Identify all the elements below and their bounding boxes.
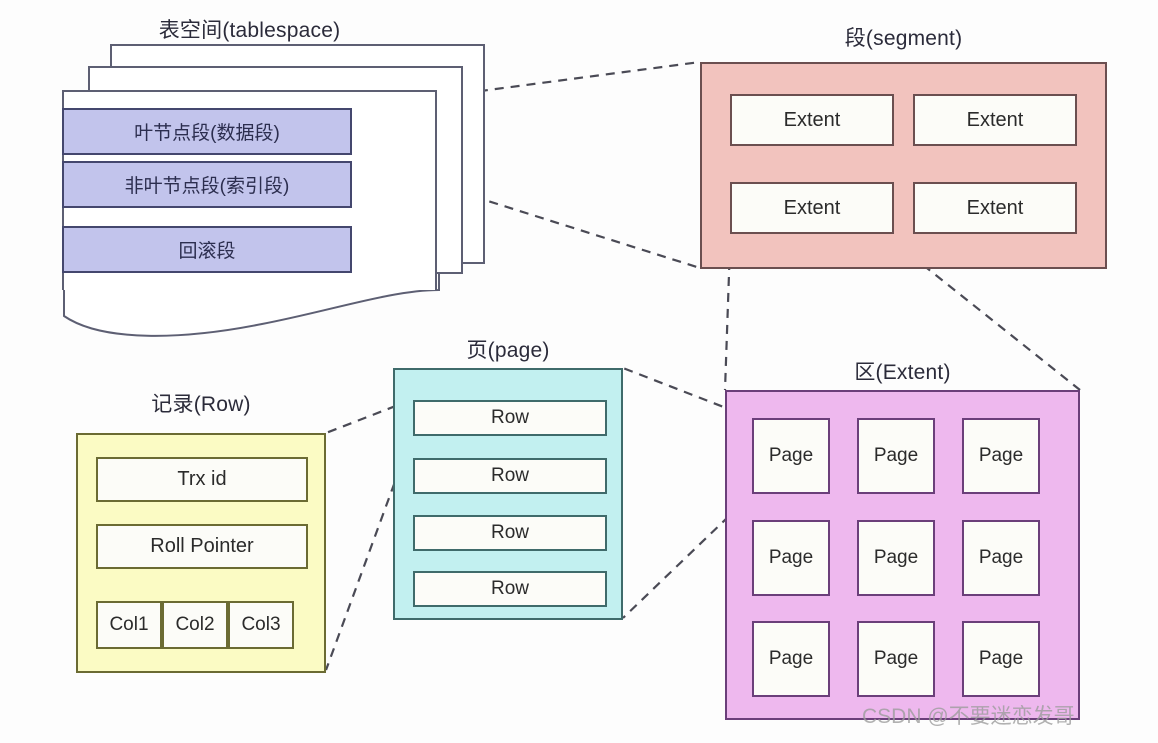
- page-cell-label: Page: [978, 445, 1024, 466]
- row-cell-label: Row: [490, 578, 529, 599]
- segment-title: 段(segment): [844, 27, 963, 50]
- row-cell[interactable]: Row: [413, 458, 607, 494]
- page-cell[interactable]: Page: [752, 520, 830, 596]
- row-panel: Trx id Roll Pointer Col1 Col2 Col3: [76, 433, 326, 673]
- page-cell[interactable]: Page: [752, 621, 830, 697]
- row-title: 记录(Row): [151, 393, 251, 416]
- column-cell-label: Col3: [241, 614, 281, 635]
- page-cell-label: Page: [978, 547, 1024, 568]
- page-cell[interactable]: Page: [857, 520, 935, 596]
- extent-cell[interactable]: Extent: [913, 94, 1077, 146]
- segment-panel: Extent Extent Extent Extent: [700, 62, 1107, 269]
- row-cell[interactable]: Row: [413, 400, 607, 436]
- column-cell[interactable]: Col1: [96, 601, 162, 649]
- segment-band-undo[interactable]: 回滚段: [62, 226, 352, 273]
- page-cell[interactable]: Page: [857, 621, 935, 697]
- page-cell-label: Page: [768, 648, 814, 669]
- column-cell[interactable]: Col2: [162, 601, 228, 649]
- page-cell-label: Page: [873, 547, 919, 568]
- extent-cell[interactable]: Extent: [913, 182, 1077, 234]
- trx-id-field[interactable]: Trx id: [96, 457, 308, 502]
- page-cell[interactable]: Page: [962, 621, 1040, 697]
- page-panel: Row Row Row Row: [393, 368, 623, 620]
- row-cell[interactable]: Row: [413, 571, 607, 607]
- tablespace-title: 表空间(tablespace): [158, 19, 341, 42]
- extent-cell[interactable]: Extent: [730, 94, 894, 146]
- extent-title: 区(Extent): [854, 361, 951, 384]
- extent-cell-label: Extent: [783, 108, 841, 131]
- trx-id-label: Trx id: [177, 468, 227, 490]
- row-cell-label: Row: [490, 465, 529, 486]
- extent-cell-label: Extent: [966, 108, 1024, 131]
- column-cell-label: Col1: [109, 614, 149, 635]
- page-cell-label: Page: [768, 445, 814, 466]
- column-cell-label: Col2: [175, 614, 215, 635]
- segment-band-leaf[interactable]: 叶节点段(数据段): [62, 108, 352, 155]
- page-cell-label: Page: [978, 648, 1024, 669]
- page-cell[interactable]: Page: [752, 418, 830, 494]
- page-title: 页(page): [466, 339, 550, 362]
- row-cell-label: Row: [490, 522, 529, 543]
- segment-band-nonleaf[interactable]: 非叶节点段(索引段): [62, 161, 352, 208]
- page-cell-label: Page: [873, 648, 919, 669]
- extent-panel: Page Page Page Page Page Page Page Page …: [725, 390, 1080, 720]
- roll-pointer-field[interactable]: Roll Pointer: [96, 524, 308, 569]
- page-cell[interactable]: Page: [962, 520, 1040, 596]
- page-cell-label: Page: [873, 445, 919, 466]
- extent-cell-label: Extent: [966, 196, 1024, 219]
- column-cell[interactable]: Col3: [228, 601, 294, 649]
- roll-pointer-label: Roll Pointer: [150, 535, 254, 557]
- segment-band-undo-label: 回滚段: [178, 241, 236, 262]
- row-cell-label: Row: [490, 407, 529, 428]
- page-cell-label: Page: [768, 547, 814, 568]
- row-cell[interactable]: Row: [413, 515, 607, 551]
- csdn-watermark: CSDN @不要迷恋发哥: [862, 705, 1075, 728]
- segment-band-leaf-label: 叶节点段(数据段): [134, 123, 280, 144]
- page-cell[interactable]: Page: [962, 418, 1040, 494]
- page-cell[interactable]: Page: [857, 418, 935, 494]
- extent-cell-label: Extent: [783, 196, 841, 219]
- segment-band-nonleaf-label: 非叶节点段(索引段): [124, 176, 290, 197]
- extent-cell[interactable]: Extent: [730, 182, 894, 234]
